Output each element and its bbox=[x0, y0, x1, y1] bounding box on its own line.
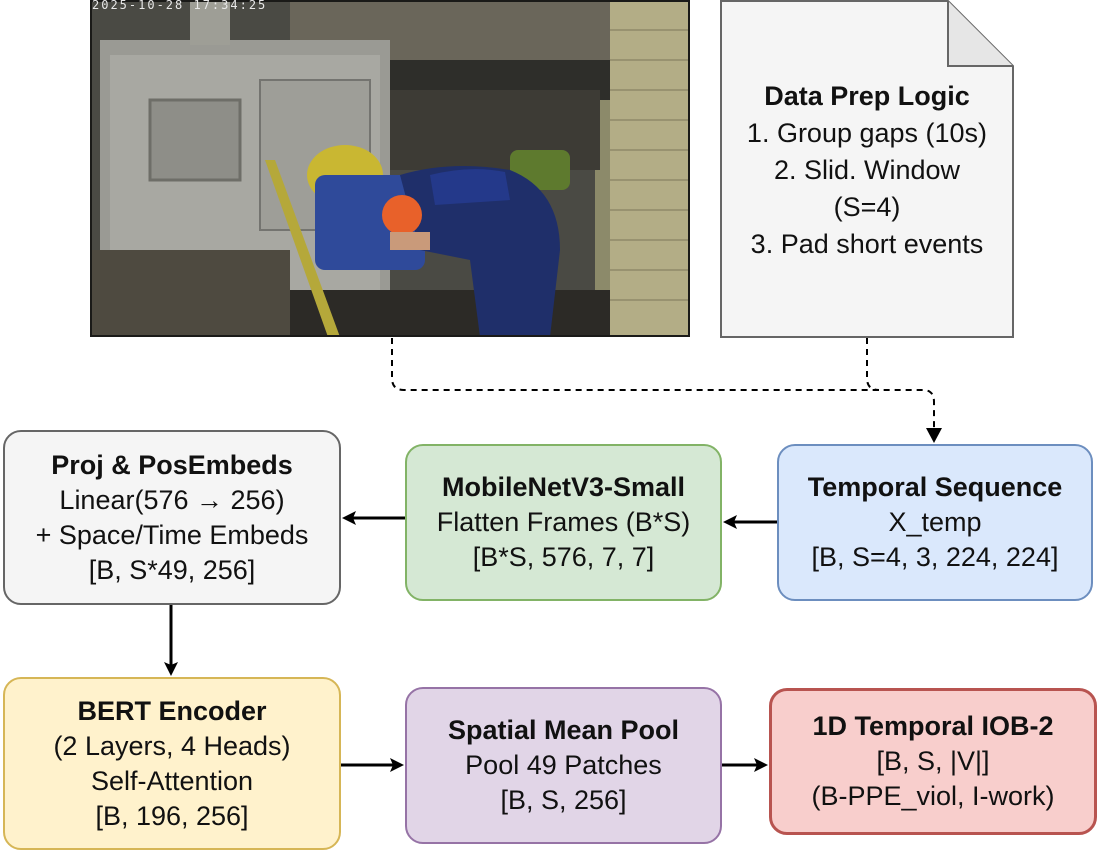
dashed-connector-note bbox=[866, 338, 880, 391]
temporal-sequence-box: Temporal Sequence X_temp [B, S=4, 3, 224… bbox=[777, 444, 1093, 601]
data-prep-note-card bbox=[720, 0, 1014, 338]
mobilenet-box: MobileNetV3-Small Flatten Frames (B*S) [… bbox=[405, 444, 722, 601]
note-line-3: (S=4) bbox=[833, 192, 901, 222]
proj-posembeds-box: Proj & PosEmbeds Linear(576 → 256) + Spa… bbox=[3, 430, 341, 605]
iob-title: 1D Temporal IOB-2 bbox=[812, 711, 1054, 741]
note-line-4: 3. Pad short events bbox=[750, 229, 984, 259]
temp-line-1: X_temp bbox=[888, 507, 982, 537]
proj-line-1: Linear(576 → 256) bbox=[59, 484, 285, 515]
bert-line-3: [B, 196, 256] bbox=[95, 800, 249, 831]
bert-title: BERT Encoder bbox=[77, 695, 267, 726]
pool-line-1: Pool 49 Patches bbox=[465, 750, 662, 780]
camera-timestamp: 2025-10-28 17:34:25 bbox=[92, 0, 268, 12]
dashed-connector-photo bbox=[391, 338, 935, 440]
dashed-arrowhead bbox=[926, 428, 942, 443]
iob-line-1: [B, S, |V|] bbox=[876, 746, 990, 776]
note-line-1: 1. Group gaps (10s) bbox=[746, 118, 988, 148]
pool-line-2: [B, S, 256] bbox=[500, 785, 627, 815]
mnet-title: MobileNetV3-Small bbox=[441, 472, 686, 502]
iob-line-2: (B-PPE_viol, I-work) bbox=[811, 781, 1055, 811]
data-prep-note-text: Data Prep Logic 1. Group gaps (10s) 2. S… bbox=[720, 78, 1014, 263]
temp-line-2: [B, S=4, 3, 224, 224] bbox=[811, 542, 1059, 572]
proj-title: Proj & PosEmbeds bbox=[51, 449, 293, 480]
mnet-line-1: Flatten Frames (B*S) bbox=[436, 507, 691, 537]
temporal-iob-box: 1D Temporal IOB-2 [B, S, |V|] (B-PPE_vio… bbox=[769, 688, 1097, 835]
bert-encoder-box: BERT Encoder (2 Layers, 4 Heads) Self-At… bbox=[3, 677, 341, 850]
note-line-2: 2. Slid. Window bbox=[773, 155, 961, 185]
spatial-mean-pool-box: Spatial Mean Pool Pool 49 Patches [B, S,… bbox=[405, 687, 722, 844]
pool-title: Spatial Mean Pool bbox=[447, 715, 680, 745]
bert-line-1: (2 Layers, 4 Heads) bbox=[53, 730, 291, 761]
mnet-line-2: [B*S, 576, 7, 7] bbox=[472, 542, 655, 572]
proj-line-2: + Space/Time Embeds bbox=[35, 519, 309, 550]
camera-frame-image bbox=[90, 0, 690, 337]
bert-line-2: Self-Attention bbox=[90, 765, 254, 796]
note-title: Data Prep Logic bbox=[764, 81, 970, 111]
proj-line-3: [B, S*49, 256] bbox=[88, 554, 256, 585]
temp-title: Temporal Sequence bbox=[807, 472, 1063, 502]
